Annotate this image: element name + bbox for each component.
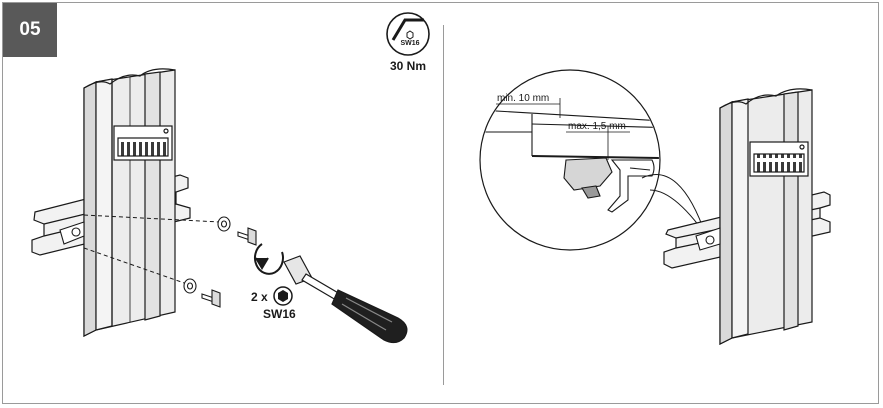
- left-vertical-profile: [83, 68, 176, 337]
- step-number-badge: 05: [3, 3, 57, 57]
- hex-key-size: SW16: [400, 40, 419, 47]
- screw-quantity: 2 x: [251, 290, 268, 304]
- max-gap-label: max. 1,5 mm: [568, 121, 626, 132]
- lower-washer: [183, 278, 197, 294]
- left-rail-clamp: [59, 221, 85, 245]
- panel-divider: [443, 25, 444, 385]
- right-vertical-profile: [719, 88, 813, 345]
- hex-key-icon: [386, 12, 430, 56]
- lower-screw: [201, 289, 221, 308]
- rotation-arrow-icon: [253, 243, 284, 275]
- torque-value: 30 Nm: [390, 59, 426, 73]
- right-rail-clamp: [695, 227, 721, 251]
- screwdriver-icon: [283, 255, 408, 344]
- assembly-guide-lines: [83, 214, 221, 286]
- min-distance-label: min. 10 mm: [497, 93, 549, 104]
- screw-tool-size: SW16: [263, 307, 296, 321]
- upper-washer: [217, 216, 231, 232]
- hex-socket-icon: [273, 286, 293, 306]
- upper-screw: [237, 227, 257, 246]
